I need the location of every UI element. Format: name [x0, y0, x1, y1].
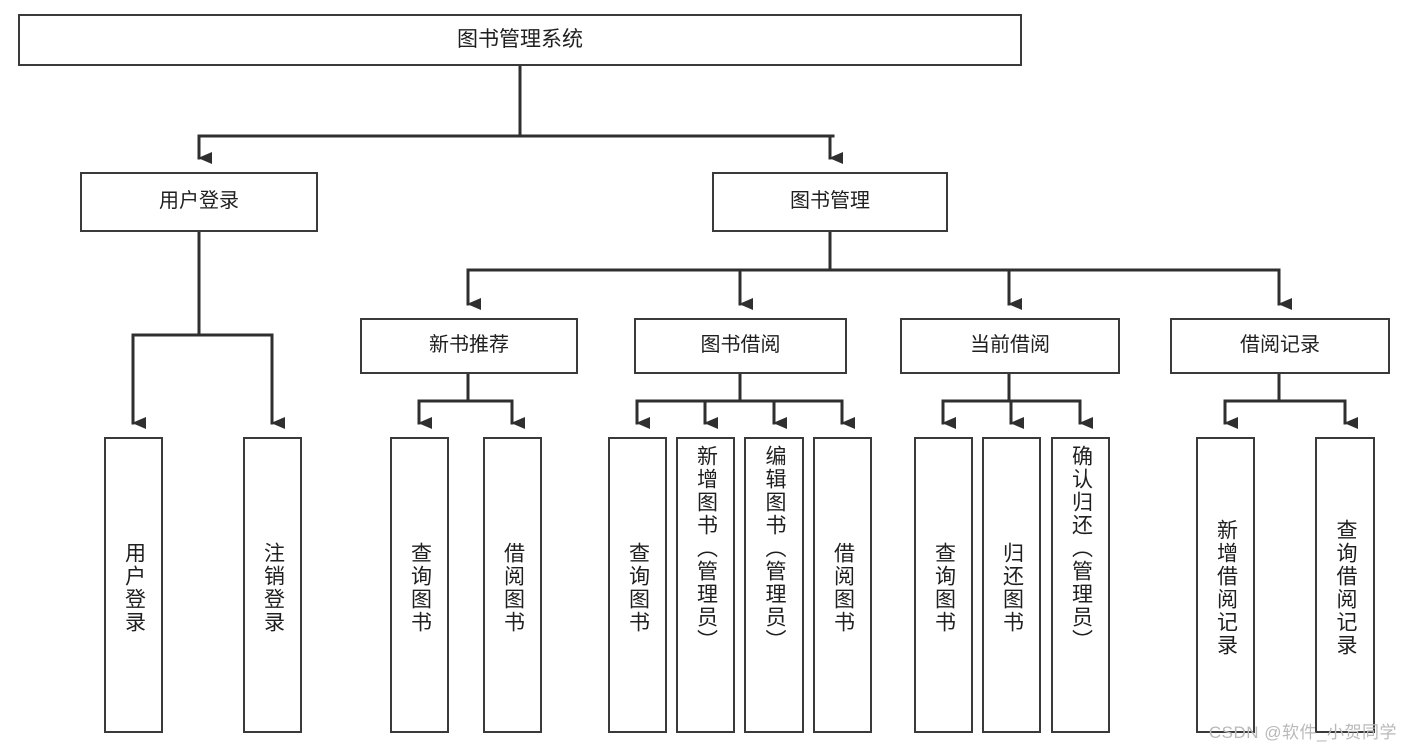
node-label: 借阅图书	[831, 542, 855, 634]
node-label: 用户登录	[122, 542, 146, 634]
node-new-book-recommend[interactable]: 新书推荐	[360, 318, 578, 374]
node-label: 图书管理	[790, 190, 870, 213]
leaf-query-book-current[interactable]: 查询图书	[914, 437, 973, 733]
node-label: 当前借阅	[970, 334, 1050, 357]
leaf-query-book-borrow[interactable]: 查询图书	[608, 437, 667, 733]
leaf-query-borrow-record[interactable]: 查询借阅记录	[1315, 437, 1375, 733]
node-label: 编辑图书（管理员）	[763, 445, 787, 652]
node-label: 图书管理系统	[457, 27, 583, 51]
leaf-confirm-return-admin[interactable]: 确认归还（管理员）	[1051, 437, 1110, 733]
leaf-query-book-new-recommend[interactable]: 查询图书	[390, 437, 449, 733]
node-label: 新书推荐	[429, 334, 509, 357]
node-label: 查询图书	[626, 542, 650, 634]
leaf-return-book[interactable]: 归还图书	[982, 437, 1041, 733]
node-label: 借阅记录	[1240, 334, 1320, 357]
node-book-management[interactable]: 图书管理	[712, 172, 948, 232]
node-borrow-record[interactable]: 借阅记录	[1170, 318, 1390, 374]
node-label: 归还图书	[1000, 542, 1024, 634]
node-label: 新增图书（管理员）	[694, 445, 718, 652]
leaf-user-login[interactable]: 用户登录	[104, 437, 163, 733]
node-current-borrow[interactable]: 当前借阅	[900, 318, 1120, 374]
node-book-borrow[interactable]: 图书借阅	[634, 318, 847, 374]
node-label: 用户登录	[159, 190, 239, 213]
leaf-add-borrow-record[interactable]: 新增借阅记录	[1196, 437, 1255, 733]
node-label: 注销登录	[261, 542, 285, 634]
leaf-add-book-admin[interactable]: 新增图书（管理员）	[676, 437, 735, 733]
node-user-login[interactable]: 用户登录	[80, 172, 318, 232]
node-label: 新增借阅记录	[1214, 519, 1238, 657]
node-label: 查询借阅记录	[1334, 519, 1358, 657]
leaf-edit-book-admin[interactable]: 编辑图书（管理员）	[744, 437, 804, 733]
node-label: 借阅图书	[501, 542, 525, 634]
node-label: 查询图书	[408, 542, 432, 634]
leaf-borrow-book-new-recommend[interactable]: 借阅图书	[483, 437, 542, 733]
leaf-logout-login[interactable]: 注销登录	[243, 437, 302, 733]
node-label: 图书借阅	[700, 334, 781, 357]
node-label: 查询图书	[932, 542, 956, 634]
leaf-borrow-book[interactable]: 借阅图书	[813, 437, 872, 733]
node-root-book-management-system[interactable]: 图书管理系统	[18, 14, 1022, 66]
node-label: 确认归还（管理员）	[1069, 445, 1093, 652]
